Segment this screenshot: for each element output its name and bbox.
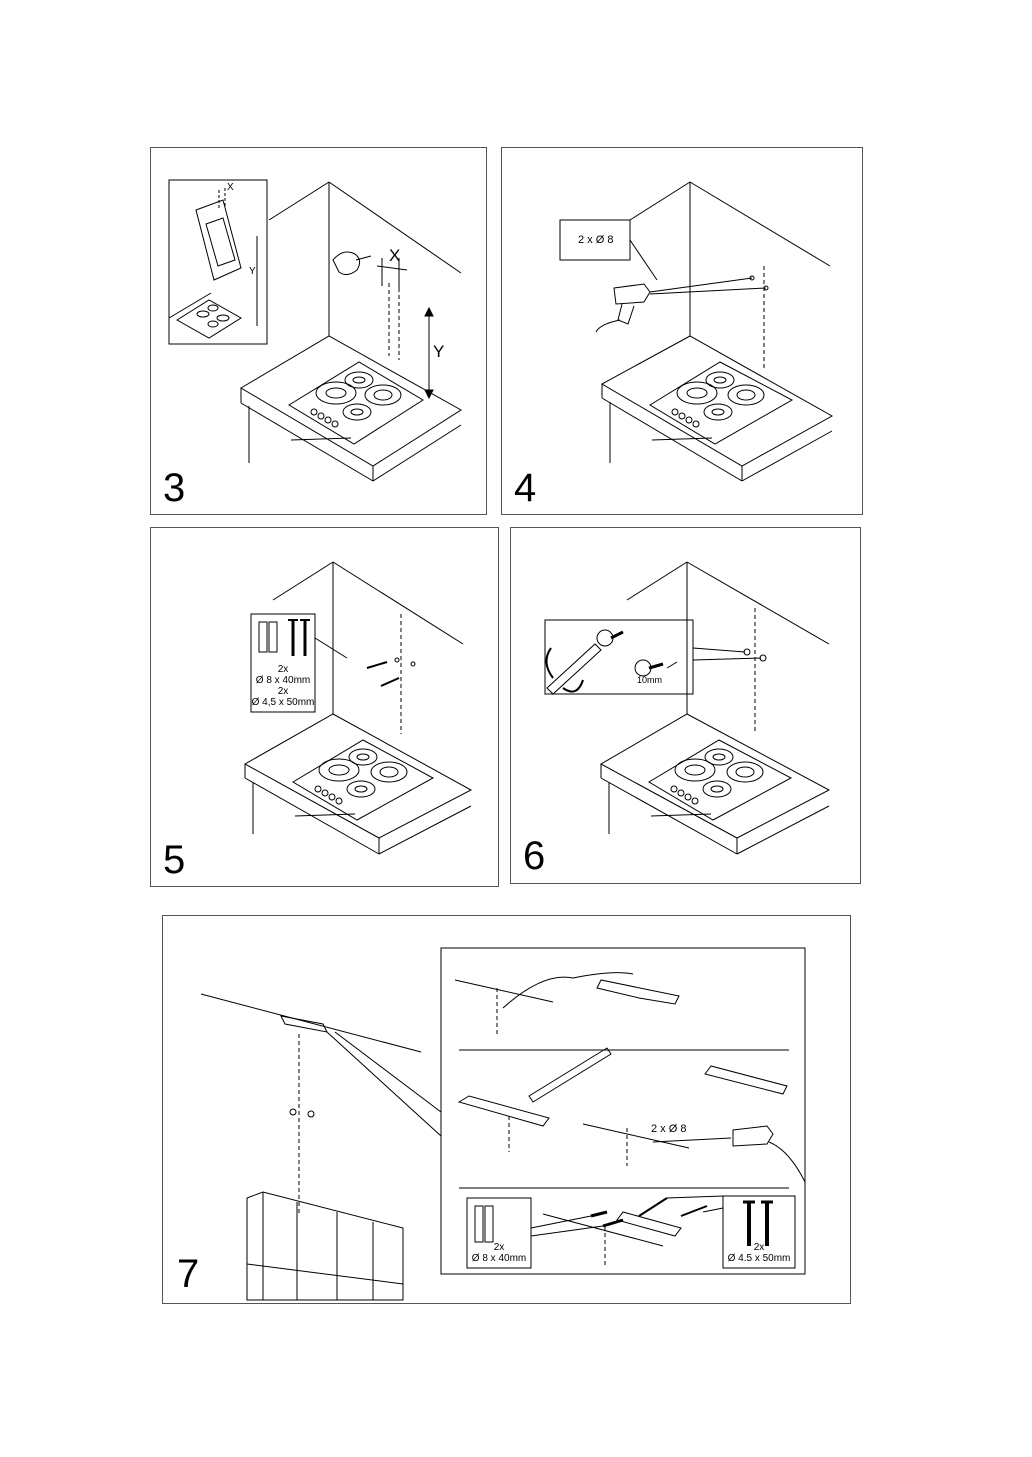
step-6-illustration bbox=[544, 561, 831, 855]
step-number: 5 bbox=[163, 838, 186, 882]
hob-icon bbox=[288, 361, 424, 445]
hob-icon bbox=[292, 739, 435, 821]
screw-icon bbox=[366, 661, 388, 669]
step-7-illustration bbox=[200, 947, 806, 1301]
step-4-illustration bbox=[559, 181, 834, 482]
drill-icon bbox=[613, 283, 651, 305]
bracket-icon bbox=[457, 1095, 550, 1127]
step-3-panel: X Y X Y 3 bbox=[150, 147, 487, 515]
x-dimension-label: X bbox=[389, 246, 401, 265]
screw-qty-label: 2x bbox=[277, 686, 289, 697]
bracket-icon bbox=[596, 979, 680, 1005]
screw-icon bbox=[596, 629, 614, 647]
plug-qty-label: 2x bbox=[493, 1242, 505, 1253]
wall-plug-icon bbox=[258, 621, 268, 653]
plug-size-label: Ø 8 x 40mm bbox=[255, 675, 311, 686]
screwdriver-icon bbox=[546, 643, 602, 695]
drill-spec-label: 2 x Ø 8 bbox=[651, 1123, 687, 1135]
screw-size-label: Ø 4,5 x 50mm bbox=[251, 697, 315, 708]
hob-icon bbox=[649, 361, 794, 445]
gap-label: 10mm bbox=[637, 675, 663, 685]
bracket-icon bbox=[704, 1065, 788, 1095]
drill-icon bbox=[732, 1125, 774, 1147]
bracket-icon bbox=[616, 1211, 682, 1237]
wall-plug-icon bbox=[474, 1205, 484, 1243]
step-number: 6 bbox=[523, 834, 546, 878]
step-5-panel: 2x Ø 8 x 40mm 2x Ø 4,5 x 50mm 5 bbox=[150, 527, 499, 887]
step-number: 7 bbox=[177, 1252, 200, 1296]
step-5-illustration bbox=[243, 561, 473, 855]
step-7-panel: 2 x Ø 8 2x Ø 8 x 40mm 2x Ø 4.5 x 50mm 7 bbox=[162, 915, 851, 1304]
bracket-icon bbox=[280, 1015, 328, 1033]
step-3-illustration bbox=[168, 179, 462, 482]
inset-y-label: Y bbox=[249, 266, 256, 277]
drill-spec-label: 2 x Ø 8 bbox=[578, 234, 614, 246]
y-dimension-label: Y bbox=[433, 342, 445, 361]
step-number: 3 bbox=[163, 466, 186, 510]
screw-qty-label: 2x bbox=[753, 1242, 765, 1253]
hand-pencil-icon bbox=[332, 251, 361, 276]
inset-x-label: X bbox=[227, 182, 234, 193]
screw-size-label: Ø 4.5 x 50mm bbox=[727, 1253, 791, 1264]
step-4-panel: 2 x Ø 8 4 bbox=[501, 147, 863, 515]
hob-icon bbox=[648, 739, 793, 821]
cabinet-icon bbox=[246, 1191, 404, 1301]
step-number: 4 bbox=[514, 466, 537, 510]
step-6-panel: 10mm 6 bbox=[510, 527, 861, 884]
plug-size-label: Ø 8 x 40mm bbox=[471, 1253, 527, 1264]
plug-qty-label: 2x bbox=[277, 664, 289, 675]
